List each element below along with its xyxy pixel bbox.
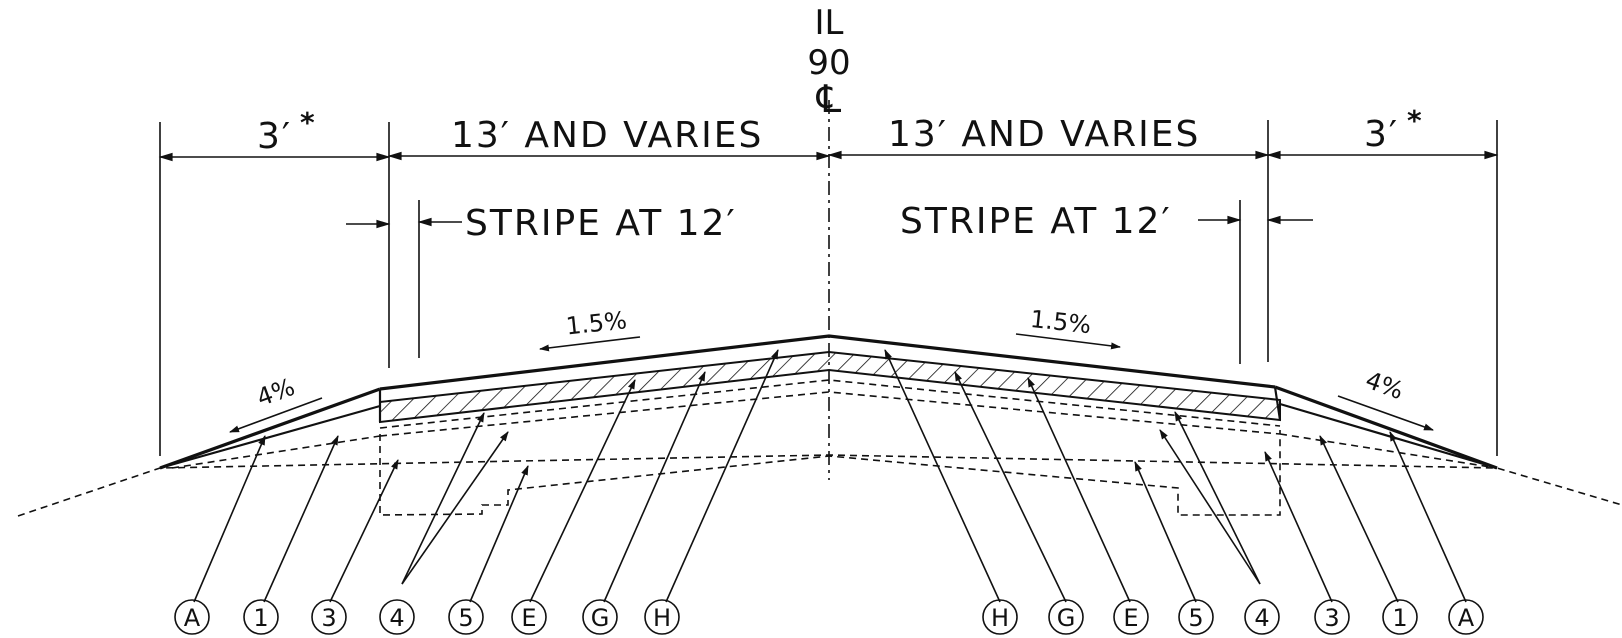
callout-label: 5 bbox=[458, 604, 473, 632]
right-shoulder-top bbox=[1274, 385, 1498, 470]
callout-label: 3 bbox=[1324, 604, 1339, 632]
callout-bubble bbox=[311, 599, 347, 635]
left-lane-slope-arrow bbox=[539, 336, 641, 352]
right-shoulder-asterisk: * bbox=[1407, 104, 1422, 137]
callout-bubble bbox=[174, 599, 210, 635]
right-lane-slope-label: 1.5% bbox=[1029, 305, 1093, 339]
right-lane-slope-arrow bbox=[1015, 333, 1121, 350]
callout-label: A bbox=[184, 604, 201, 632]
left-shoulder-asterisk: * bbox=[300, 106, 315, 139]
centerline-route-number: 90 bbox=[807, 43, 850, 83]
callout-bubble bbox=[1382, 599, 1418, 635]
callout-label: H bbox=[653, 604, 671, 632]
callout-label: 1 bbox=[1392, 604, 1407, 632]
left-shoulder-top bbox=[159, 387, 381, 470]
right-shoulder-bottom bbox=[1279, 402, 1498, 470]
callout-bubble bbox=[1113, 599, 1149, 635]
callout-label: 5 bbox=[1188, 604, 1203, 632]
callout-label: H bbox=[991, 604, 1009, 632]
centerline-route-label: IL bbox=[815, 3, 844, 43]
left-shoulder-slope-label: 4% bbox=[253, 373, 298, 412]
subgrade-line bbox=[17, 454, 1622, 517]
left-shoulder-bottom bbox=[159, 404, 381, 470]
left-lane-slope-label: 1.5% bbox=[565, 306, 629, 340]
callout-label: 4 bbox=[1254, 604, 1269, 632]
left-stripe-label: STRIPE AT 12′ bbox=[465, 203, 737, 244]
right-edge bbox=[1273, 386, 1282, 421]
callout-label: E bbox=[1123, 604, 1138, 632]
centerline-symbol: ℄ bbox=[816, 77, 842, 121]
right-shoulder-dim-label: 3′ bbox=[1364, 114, 1399, 155]
callout-bubbles-right: H G E 5 4 3 1 A bbox=[982, 599, 1484, 635]
pavement-top-surface bbox=[379, 334, 1276, 391]
callout-bubble bbox=[243, 599, 279, 635]
callout-label: A bbox=[1458, 604, 1475, 632]
callout-bubble bbox=[448, 599, 484, 635]
left-lane-dim-label: 13′ AND VARIES bbox=[451, 115, 763, 156]
left-shoulder-dim-label: 3′ bbox=[257, 116, 292, 157]
callout-label: G bbox=[591, 604, 610, 632]
callout-bubble bbox=[1244, 599, 1280, 635]
right-shoulder-slope-label: 4% bbox=[1362, 366, 1407, 405]
callout-bubble bbox=[1178, 599, 1214, 635]
callout-bubble bbox=[1448, 599, 1484, 635]
callout-label: 3 bbox=[321, 604, 336, 632]
callout-bubble bbox=[379, 599, 415, 635]
subbase-outline bbox=[171, 379, 1498, 516]
callout-label: 4 bbox=[389, 604, 404, 632]
callout-bubble bbox=[511, 599, 547, 635]
extension-lines bbox=[159, 120, 1498, 456]
dimension-lines bbox=[158, 150, 1499, 229]
callout-label: G bbox=[1057, 604, 1076, 632]
callout-label: E bbox=[521, 604, 536, 632]
callout-bubble bbox=[582, 599, 618, 635]
right-shoulder-slope-arrow bbox=[1337, 395, 1434, 431]
callout-bubbles-left: A 1 3 4 5 E G H bbox=[174, 599, 680, 635]
callout-bubble bbox=[982, 599, 1018, 635]
callout-bubble bbox=[1048, 599, 1084, 635]
leader-lines bbox=[193, 349, 1467, 603]
right-lane-dim-label: 13′ AND VARIES bbox=[888, 114, 1200, 155]
callout-bubble bbox=[644, 599, 680, 635]
callout-bubble bbox=[1314, 599, 1350, 635]
callout-label: 1 bbox=[253, 604, 268, 632]
right-stripe-label: STRIPE AT 12′ bbox=[900, 201, 1172, 242]
left-shoulder-slope-arrow bbox=[229, 397, 323, 433]
